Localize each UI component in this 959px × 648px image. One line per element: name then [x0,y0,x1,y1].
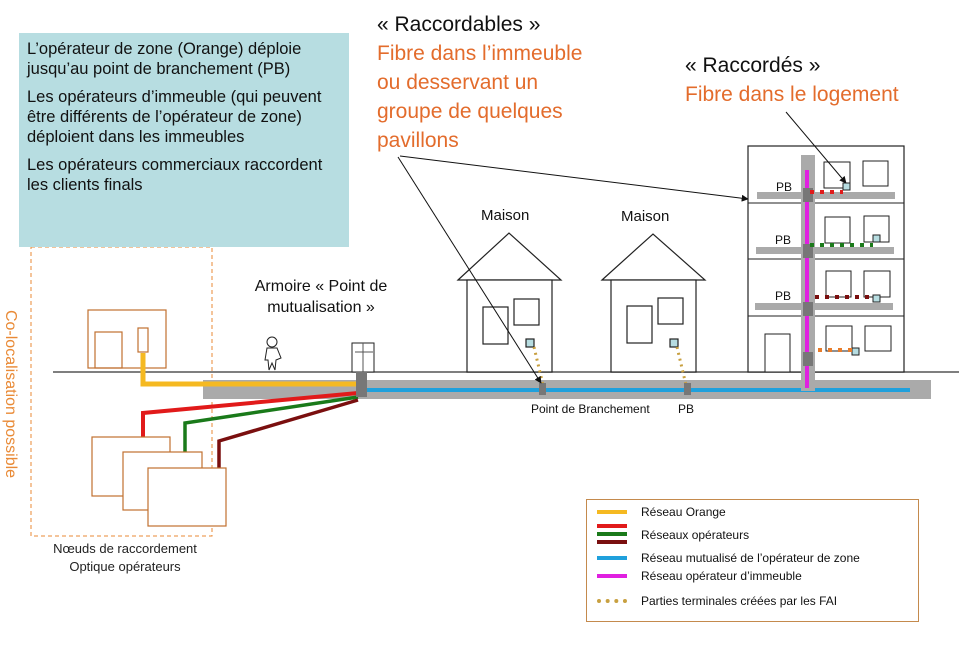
operator-line-green [183,395,359,452]
legend-label: Réseau opérateur d’immeuble [641,569,802,583]
raccordables-line: Fibre dans l’immeuble [377,42,583,65]
nro-label-line: Optique opérateurs [69,559,181,574]
pb-floor-label: PB [775,289,792,303]
pb-floor-label: PB [776,180,793,194]
legend-swatch [597,510,627,514]
raccordables-line: pavillons [377,129,459,152]
legend-swatch [597,574,627,578]
legend-item-building: Réseau opérateur d’immeuble [587,569,802,583]
raccordes-block: « Raccordés » Fibre dans le logement [685,51,899,109]
legend-item-terminal: Parties terminales créées par les FAI [587,594,837,608]
pb-floor-label: PB [775,233,792,247]
armoire-cabinet [351,342,375,397]
armoire-label-line: Armoire « Point de [254,278,388,295]
info-paragraph: Les opérateurs commerciaux raccordent le… [27,156,323,194]
info-box: L’opérateur de zone (Orange) déploie jus… [19,33,349,247]
maison-2-label: Maison [621,208,670,225]
raccordables-block: « Raccordables » Fibre dans l’immeuble o… [377,10,582,155]
raccordables-title: « Raccordables » [377,13,541,36]
house-2 [600,233,707,373]
legend-swatch [597,556,627,560]
person-icon [264,336,282,371]
legend: Réseau Orange Réseaux opérateurs Réseau … [586,499,919,622]
house-1 [456,232,563,373]
pb-label: PB [678,402,695,416]
raccordables-line: ou desservant un [377,71,539,94]
house-1-terminal-dots [532,346,545,386]
info-paragraph: Les opérateurs d’immeuble (qui peuvent ê… [27,88,322,146]
house-2-terminal-dots [675,346,688,386]
raccordes-subtitle: Fibre dans le logement [685,83,899,106]
maison-1-label: Maison [481,207,530,224]
pb-house-1 [539,383,546,395]
legend-label: Réseau mutualisé de l’opérateur de zone [641,551,860,565]
arrow-raccordables-to-building [399,155,749,202]
raccordes-title: « Raccordés » [685,54,821,77]
colocalisation-label: Co-localisation possible [2,309,19,479]
legend-item-orange: Réseau Orange [587,505,726,519]
central-office-building [87,309,167,369]
raccordables-line: groupe de quelques [377,100,563,123]
nro-boxes [91,436,227,527]
operator-line-red [141,391,359,437]
legend-label: Réseau Orange [641,505,726,519]
operator-line-darkred [217,398,359,468]
arrow-raccordes-to-outlet [785,111,847,184]
legend-label: Parties terminales créées par les FAI [641,594,838,608]
nro-label-line: Nœuds de raccordement [53,541,197,556]
legend-item-operators: Réseaux opérateurs [641,528,749,542]
nro-label: Nœuds de raccordement Optique opérateurs [30,540,220,576]
arrow-raccordables-to-pb [397,156,542,384]
point-branchement-label: Point de Branchement [531,402,650,416]
legend-item-mutualised: Réseau mutualisé de l’opérateur de zone [587,551,860,565]
armoire-label-line: mutualisation » [267,299,375,316]
legend-label: Réseaux opérateurs [641,528,750,542]
info-paragraph: L’opérateur de zone (Orange) déploie jus… [27,40,302,78]
legend-swatch-operators [597,524,627,544]
pb-house-2 [684,383,691,395]
apartment-building [747,145,905,391]
armoire-label: Armoire « Point de mutualisation » [236,276,406,318]
legend-swatch [597,599,627,603]
orange-network-line [140,353,358,387]
